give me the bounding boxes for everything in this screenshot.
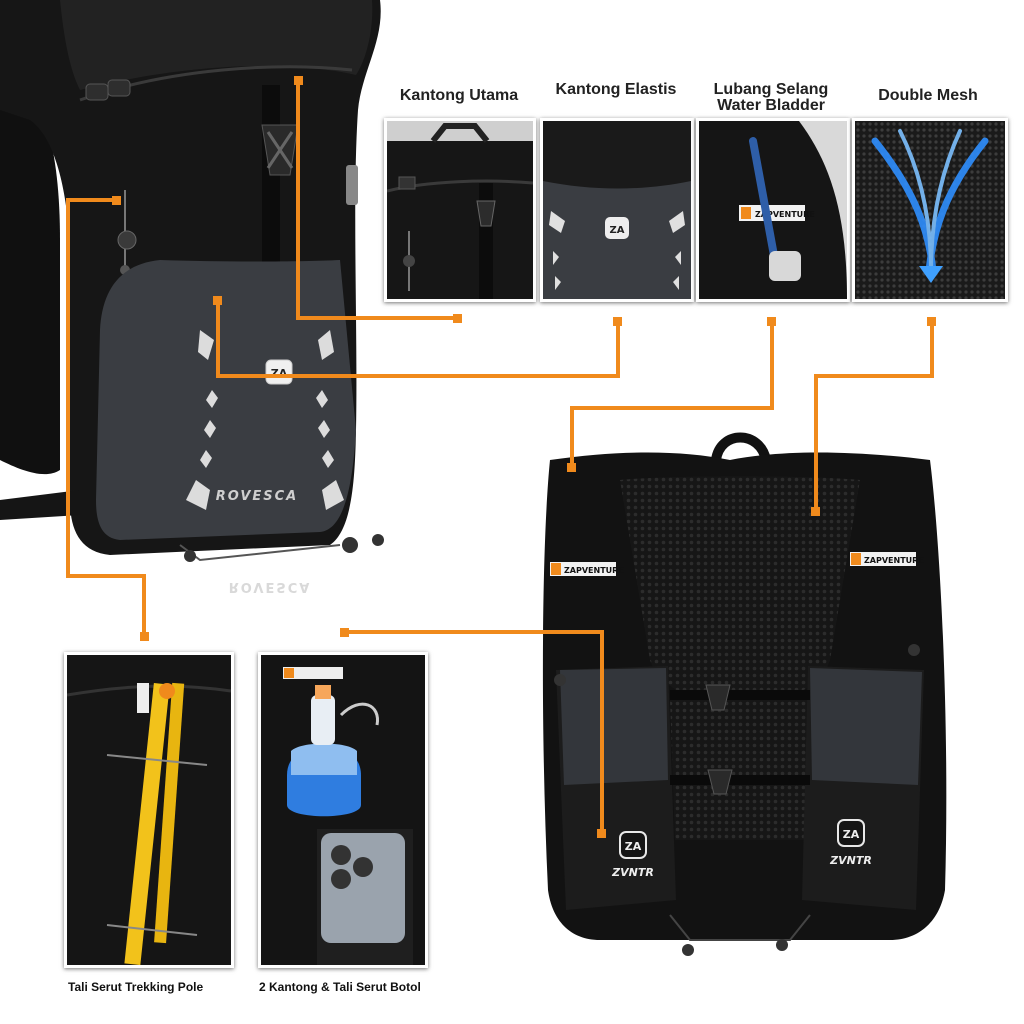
vest-logo-right: ZA bbox=[843, 828, 860, 841]
label-kantong-utama: Kantong Utama bbox=[399, 87, 519, 104]
backpack-rear-photo: ZA ROVESCA ROVESCA bbox=[0, 0, 384, 594]
vest-print-left: ZVNTR bbox=[611, 866, 654, 879]
vest-tag-right: ZAPVENTURE bbox=[864, 556, 924, 565]
elastis-logo-mark: ZA bbox=[610, 225, 625, 236]
selang-tag: ZAPVENTURE bbox=[755, 210, 815, 219]
caption-kantong-botol: 2 Kantong & Tali Serut Botol bbox=[259, 980, 421, 994]
label-kantong-elastis: Kantong Elastis bbox=[555, 81, 677, 98]
thumb-trekking-pole bbox=[64, 652, 234, 968]
thumb-kantong-utama bbox=[384, 118, 536, 302]
thumb-kantong-elastis: ZA bbox=[540, 118, 694, 302]
vest-logo-left: ZA bbox=[625, 840, 642, 853]
caption-tali-trekking: Tali Serut Trekking Pole bbox=[68, 980, 204, 994]
back-logo-mark: ZA bbox=[271, 367, 288, 380]
thumb-double-mesh bbox=[852, 118, 1008, 302]
label-lubang-selang-2: Water Bladder bbox=[717, 97, 825, 114]
label-lubang-selang-1: Lubang Selang bbox=[713, 81, 829, 98]
back-brand-print: ROVESCA bbox=[216, 489, 299, 504]
vest-tag-left: ZAPVENTURE bbox=[564, 566, 624, 575]
vest-print-right: ZVNTR bbox=[829, 854, 872, 867]
back-brand-reflection: ROVESCA bbox=[229, 579, 312, 594]
vest-front-photo: ZAPVENTURE ZAPVENTURE ZA ZVNTR ZA ZVNTR bbox=[542, 432, 947, 956]
thumb-kantong-botol bbox=[258, 652, 428, 968]
label-double-mesh: Double Mesh bbox=[878, 87, 978, 104]
thumb-lubang-selang: ZAPVENTURE bbox=[696, 118, 850, 302]
